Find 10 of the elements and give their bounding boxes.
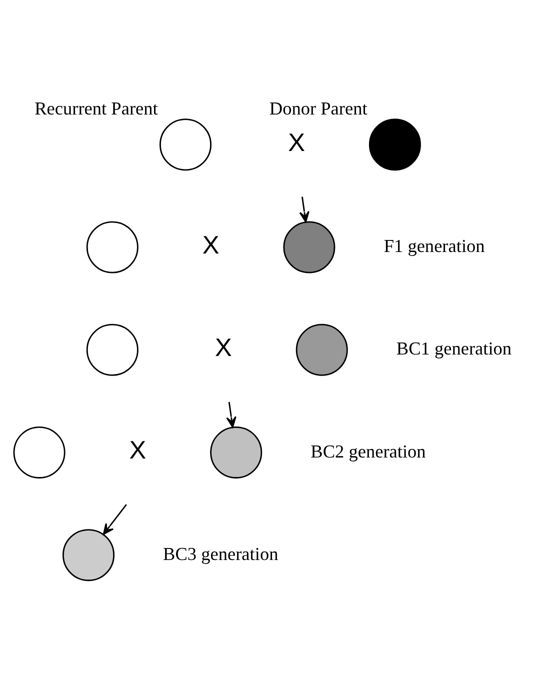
node-label: BC1 generation xyxy=(396,338,512,358)
label: X xyxy=(288,128,305,156)
node-label: Recurrent Parent xyxy=(34,98,158,118)
node-label: Donor Parent xyxy=(269,98,368,118)
label: X xyxy=(202,230,220,259)
node-label: BC3 generation xyxy=(163,543,278,564)
label: X xyxy=(129,436,146,464)
label: X xyxy=(215,334,232,362)
node-label: F1 generation xyxy=(384,236,485,256)
node-label: BC2 generation xyxy=(310,440,426,461)
